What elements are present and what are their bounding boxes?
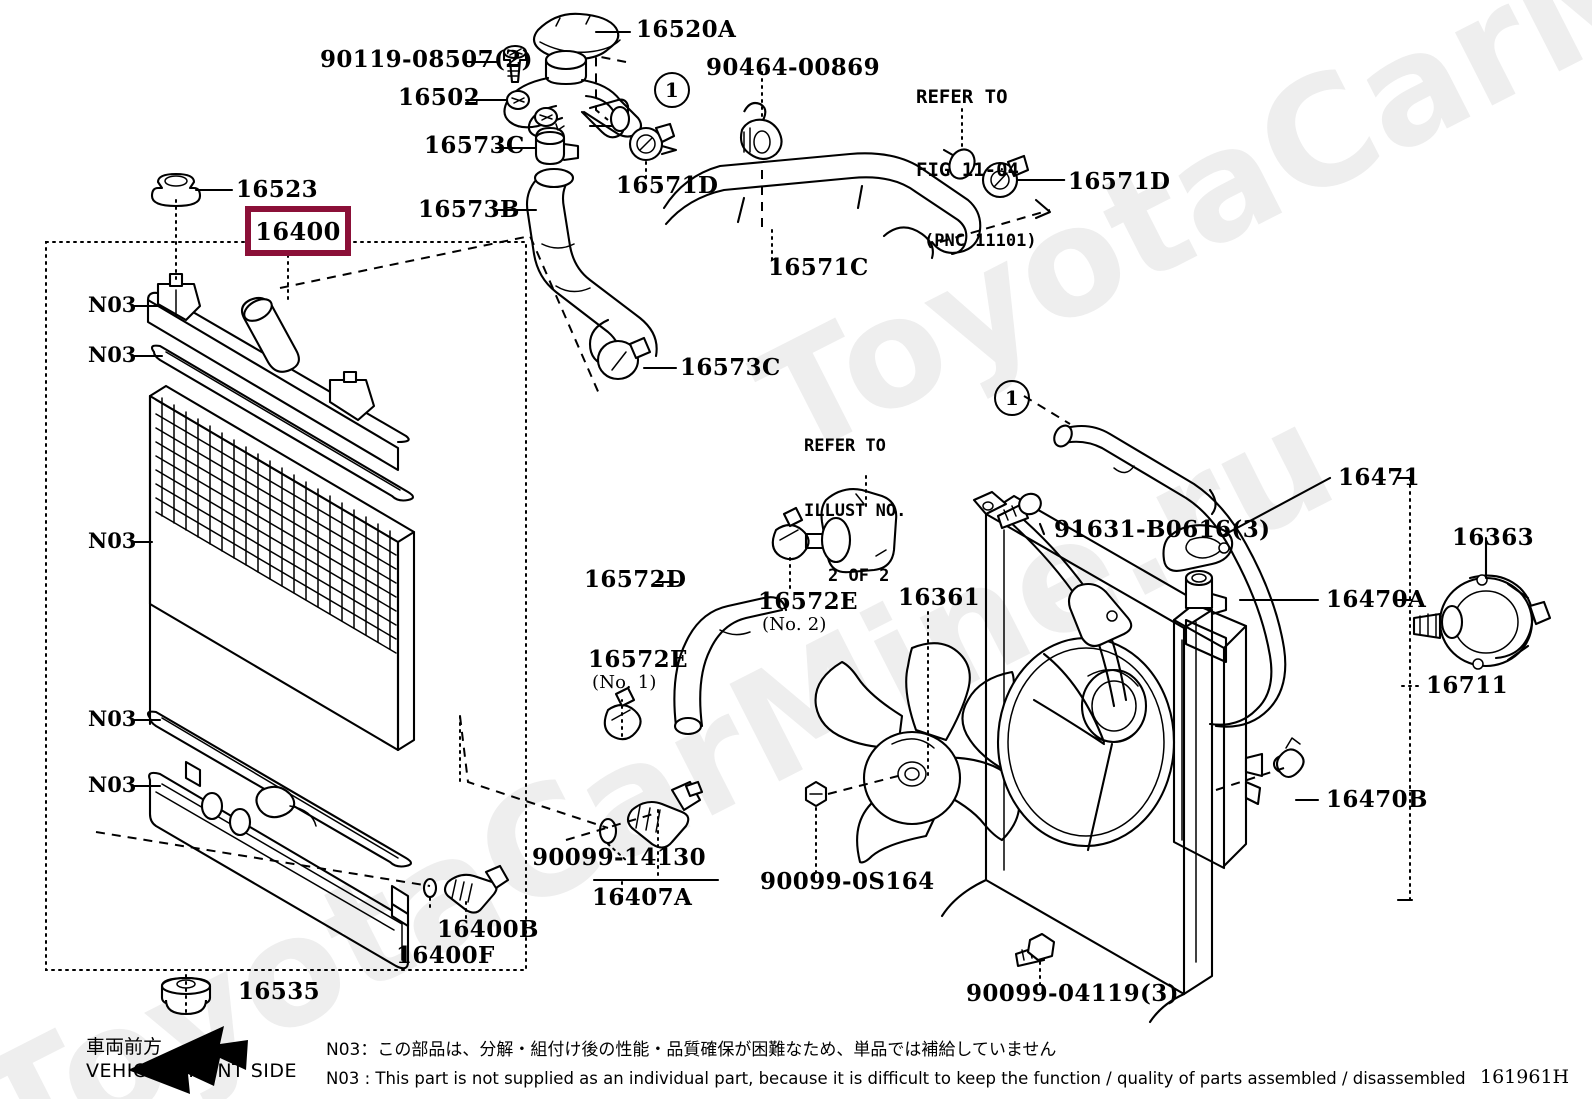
- callout-90464-00869[interactable]: 90464-00869: [706, 54, 880, 81]
- figure-number: 161961H: [1480, 1066, 1570, 1088]
- part-art-16363-motor: [1414, 575, 1550, 669]
- circle-marker-2-text: 1: [1004, 386, 1020, 410]
- label-n03-2: N03: [88, 342, 137, 367]
- refer-illust-line2: ILLUST NO.: [804, 500, 907, 521]
- callout-90099-04119[interactable]: 90099-04119(3): [966, 980, 1179, 1007]
- part-art-16400-radiator: [148, 274, 414, 968]
- leader-circle1-right: [1024, 396, 1070, 424]
- circle-marker-2[interactable]: 1: [994, 380, 1030, 416]
- callout-16571C[interactable]: 16571C: [768, 254, 869, 281]
- part-art-16470B-clip: [1277, 738, 1304, 777]
- part-art-16361-fan: [816, 643, 1028, 862]
- callout-90119-08507[interactable]: 90119-08507(2): [320, 46, 533, 73]
- refer-illust-line1: REFER TO: [804, 435, 886, 456]
- refer-block-fig-11-04: REFER TO FIG 11-04 (PNC 11101): [916, 36, 1037, 301]
- leader-91631: [1040, 524, 1044, 534]
- callout-16470B[interactable]: 16470B: [1326, 786, 1428, 813]
- leader-16407A-to-radiator: [460, 716, 608, 828]
- highlighted-part-number-text: 16400: [255, 216, 341, 246]
- part-art-16573B: [527, 169, 657, 379]
- part-art-16572E-no1: [605, 688, 641, 739]
- callout-90099-0S164[interactable]: 90099-0S164: [760, 868, 935, 895]
- refer-fig-line2: FIG 11-04: [916, 158, 1019, 181]
- callout-16571D-left[interactable]: 16571D: [616, 172, 719, 199]
- footnote-japanese: N03：この部品は、分解・組付け後の性能・品質確保が困難なため、単品では補給して…: [326, 1040, 1057, 1060]
- part-art-91631-B0616: [998, 490, 1044, 528]
- refer-illust-line3: 2 OF 2: [828, 566, 890, 586]
- callout-16471[interactable]: 16471: [1338, 464, 1421, 491]
- callout-16572E-no1[interactable]: 16572E: [588, 646, 688, 673]
- arrowhead-16571C: [1036, 200, 1050, 218]
- vehicle-front-english: VEHICLE FRONT SIDE: [86, 1060, 298, 1082]
- part-art-16571D-left: [630, 124, 676, 160]
- refer-fig-line1: REFER TO: [916, 85, 1008, 108]
- leader-16470B-dash: [1216, 768, 1284, 790]
- part-art-16711-shroud: [942, 492, 1212, 1022]
- part-art-16470A-hose: [1051, 423, 1298, 773]
- callout-16520A[interactable]: 16520A: [636, 16, 737, 43]
- leader-radiator-outlet-to-hose: [280, 236, 600, 396]
- callout-16400F[interactable]: 16400F: [396, 942, 495, 969]
- callout-16400B[interactable]: 16400B: [437, 916, 539, 943]
- callout-90099-14130[interactable]: 90099-14130: [532, 844, 706, 871]
- part-art-16407A: [600, 782, 702, 848]
- callout-16361[interactable]: 16361: [898, 584, 981, 611]
- circle-marker-1[interactable]: 1: [654, 72, 690, 108]
- callout-16572E-no1-sub: (No. 1): [592, 672, 657, 693]
- callout-16502[interactable]: 16502: [398, 84, 481, 111]
- leader-nut-to-fan: [828, 776, 898, 794]
- callout-16572E-no2-sub: (No. 2): [762, 614, 827, 635]
- vehicle-front-japanese: 車両前方: [86, 1036, 163, 1058]
- leader-14130-dash: [566, 812, 660, 840]
- callout-16523[interactable]: 16523: [236, 176, 319, 203]
- refer-block-illust-2of2: REFER TO ILLUST NO. 2 OF 2: [804, 392, 906, 631]
- part-art-90099-0S164: [806, 782, 826, 806]
- callout-16572E-no2[interactable]: 16572E: [758, 588, 858, 615]
- part-art-16400F-16400B: [424, 866, 508, 913]
- part-art-16520A: [534, 14, 620, 59]
- callout-16711[interactable]: 16711: [1426, 672, 1509, 699]
- callout-16573B[interactable]: 16573B: [418, 196, 520, 223]
- leader-16400F: [96, 832, 430, 886]
- part-art-16523: [152, 174, 200, 206]
- callout-16535[interactable]: 16535: [238, 978, 321, 1005]
- callout-16571D-right[interactable]: 16571D: [1068, 168, 1171, 195]
- callout-16572D[interactable]: 16572D: [584, 566, 687, 593]
- leader-circle1-top: [596, 56, 626, 120]
- refer-fig-line3: (PNC 11101): [924, 230, 1037, 251]
- callout-16470A[interactable]: 16470A: [1326, 586, 1427, 613]
- label-n03-5: N03: [88, 772, 137, 797]
- label-n03-1: N03: [88, 292, 137, 317]
- part-art-16535: [162, 978, 210, 1014]
- callout-16573C-upper[interactable]: 16573C: [424, 132, 525, 159]
- label-n03-3: N03: [88, 528, 137, 553]
- footnote-english: N03 : This part is not supplied as an in…: [326, 1069, 1466, 1088]
- callout-16407A[interactable]: 16407A: [592, 884, 693, 911]
- part-art-90464-00869: [741, 103, 782, 159]
- callout-16573C-lower[interactable]: 16573C: [680, 354, 781, 381]
- part-art-16573C-upper: [536, 124, 578, 164]
- bracket-16711-ticks: [1398, 478, 1412, 900]
- part-art-16470A-reservoir: [1164, 525, 1263, 868]
- part-art-90099-04119: [1016, 934, 1054, 966]
- circle-marker-1-text: 1: [664, 78, 680, 102]
- label-n03-4: N03: [88, 706, 137, 731]
- callout-16363[interactable]: 16363: [1452, 524, 1535, 551]
- highlighted-part-number-16400[interactable]: 16400: [245, 206, 351, 256]
- callout-91631-B0616[interactable]: 91631-B0616(3): [1054, 516, 1271, 543]
